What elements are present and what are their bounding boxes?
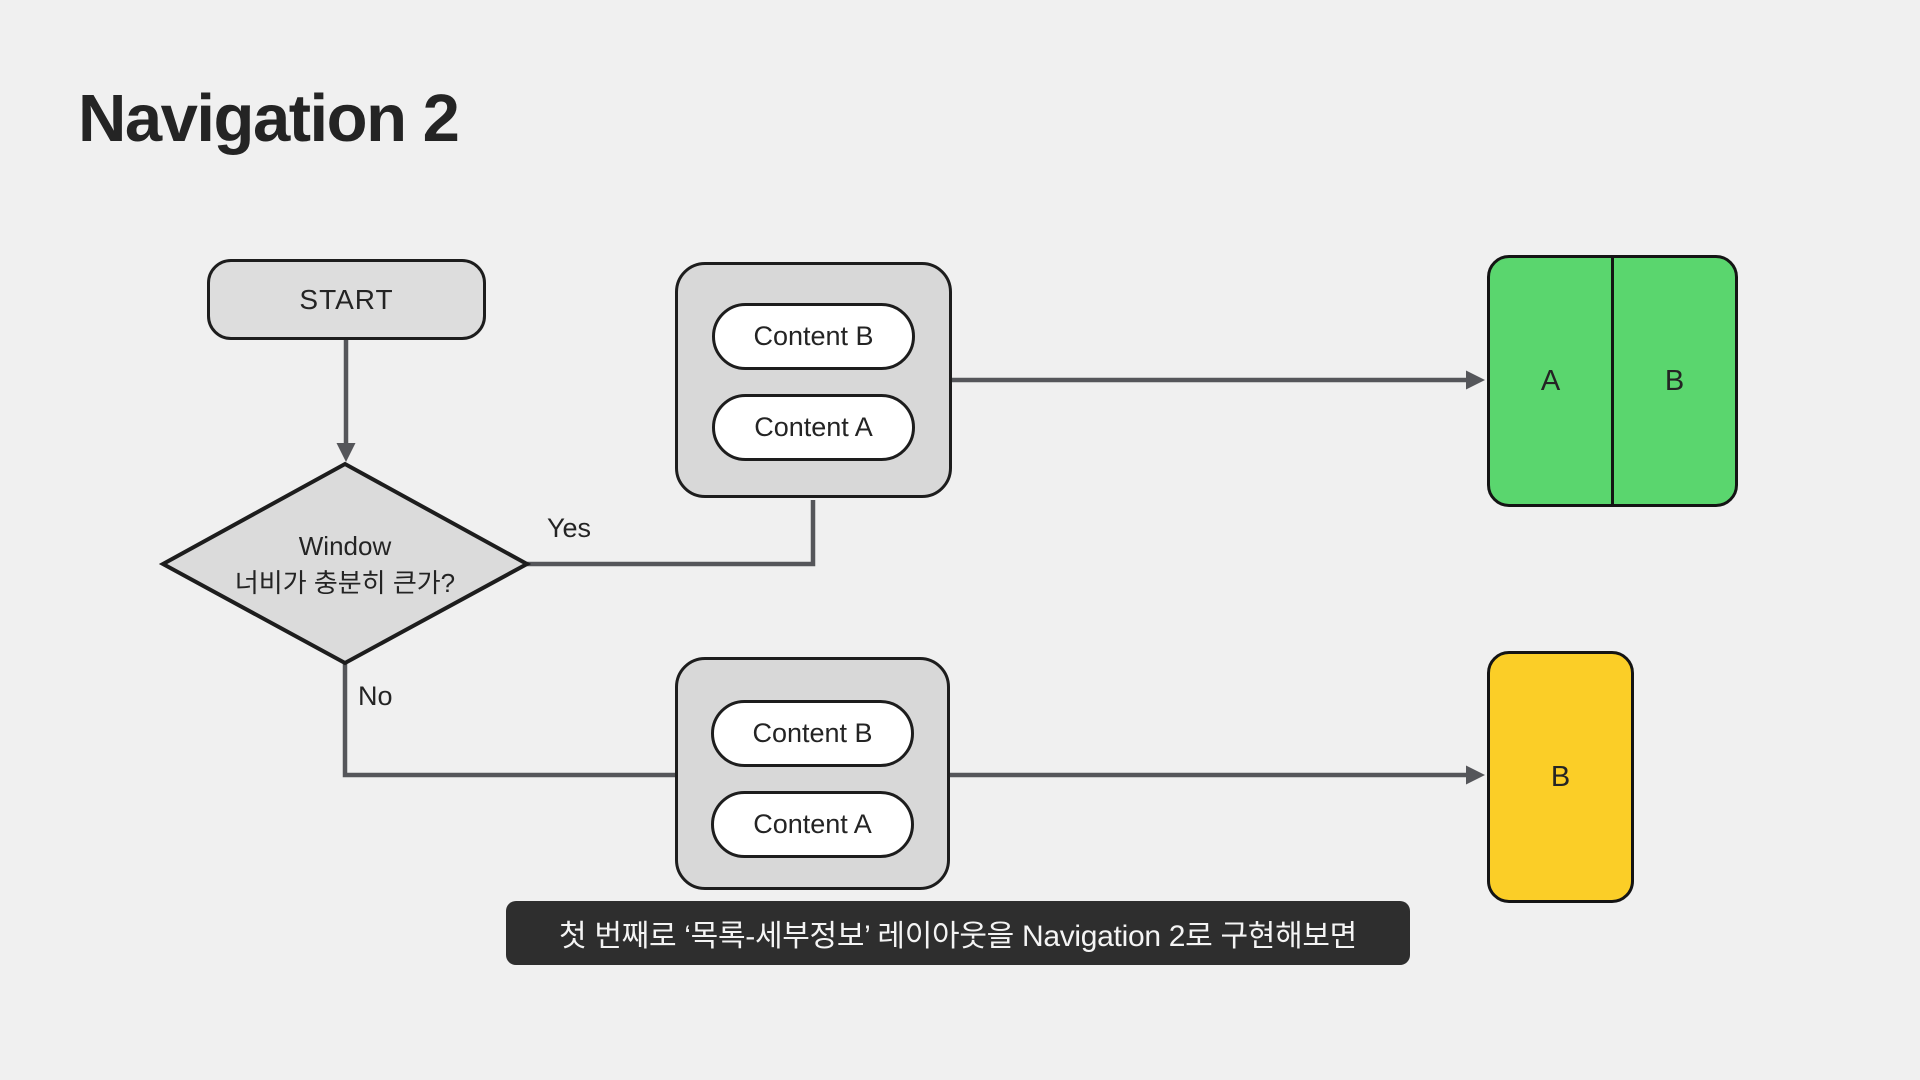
content-pill: Content A <box>711 791 914 858</box>
arrowhead-right-icon <box>1466 370 1485 390</box>
start-label: START <box>299 283 394 315</box>
result-narrow-layout: B <box>1487 651 1634 903</box>
start-node: START <box>207 259 486 340</box>
caption-text: 첫 번째로 ‘목록-세부정보’ 레이아웃을 Navigation 2로 구현해보… <box>559 920 1357 953</box>
page-title: Navigation 2 <box>78 81 460 156</box>
content-container-wide: Content B Content A <box>675 262 952 498</box>
pane-a: A <box>1490 258 1614 504</box>
content-container-narrow: Content B Content A <box>675 657 950 890</box>
pane-b: B <box>1550 760 1571 793</box>
content-pill: Content A <box>712 394 915 461</box>
decision-label: Window 너비가 충분히 큰가? <box>195 528 495 602</box>
result-wide-layout: A B <box>1487 255 1738 507</box>
pane-b: B <box>1664 364 1685 397</box>
content-pill: Content B <box>712 303 915 370</box>
decision-label-line1: Window <box>298 531 392 561</box>
content-pill: Content B <box>711 700 914 767</box>
no-branch-label: No <box>358 681 393 711</box>
connector-no-branch <box>342 663 1469 778</box>
yes-branch-label: Yes <box>547 513 592 543</box>
decision-diamond <box>158 461 532 666</box>
connector-yes-branch <box>527 500 816 567</box>
decision-label-line2: 너비가 충분히 큰가? <box>234 568 456 598</box>
arrowhead-right-icon <box>1466 765 1485 785</box>
arrowhead-down-icon <box>336 443 356 462</box>
caption-bar: 첫 번째로 ‘목록-세부정보’ 레이아웃을 Navigation 2로 구현해보… <box>506 901 1410 965</box>
